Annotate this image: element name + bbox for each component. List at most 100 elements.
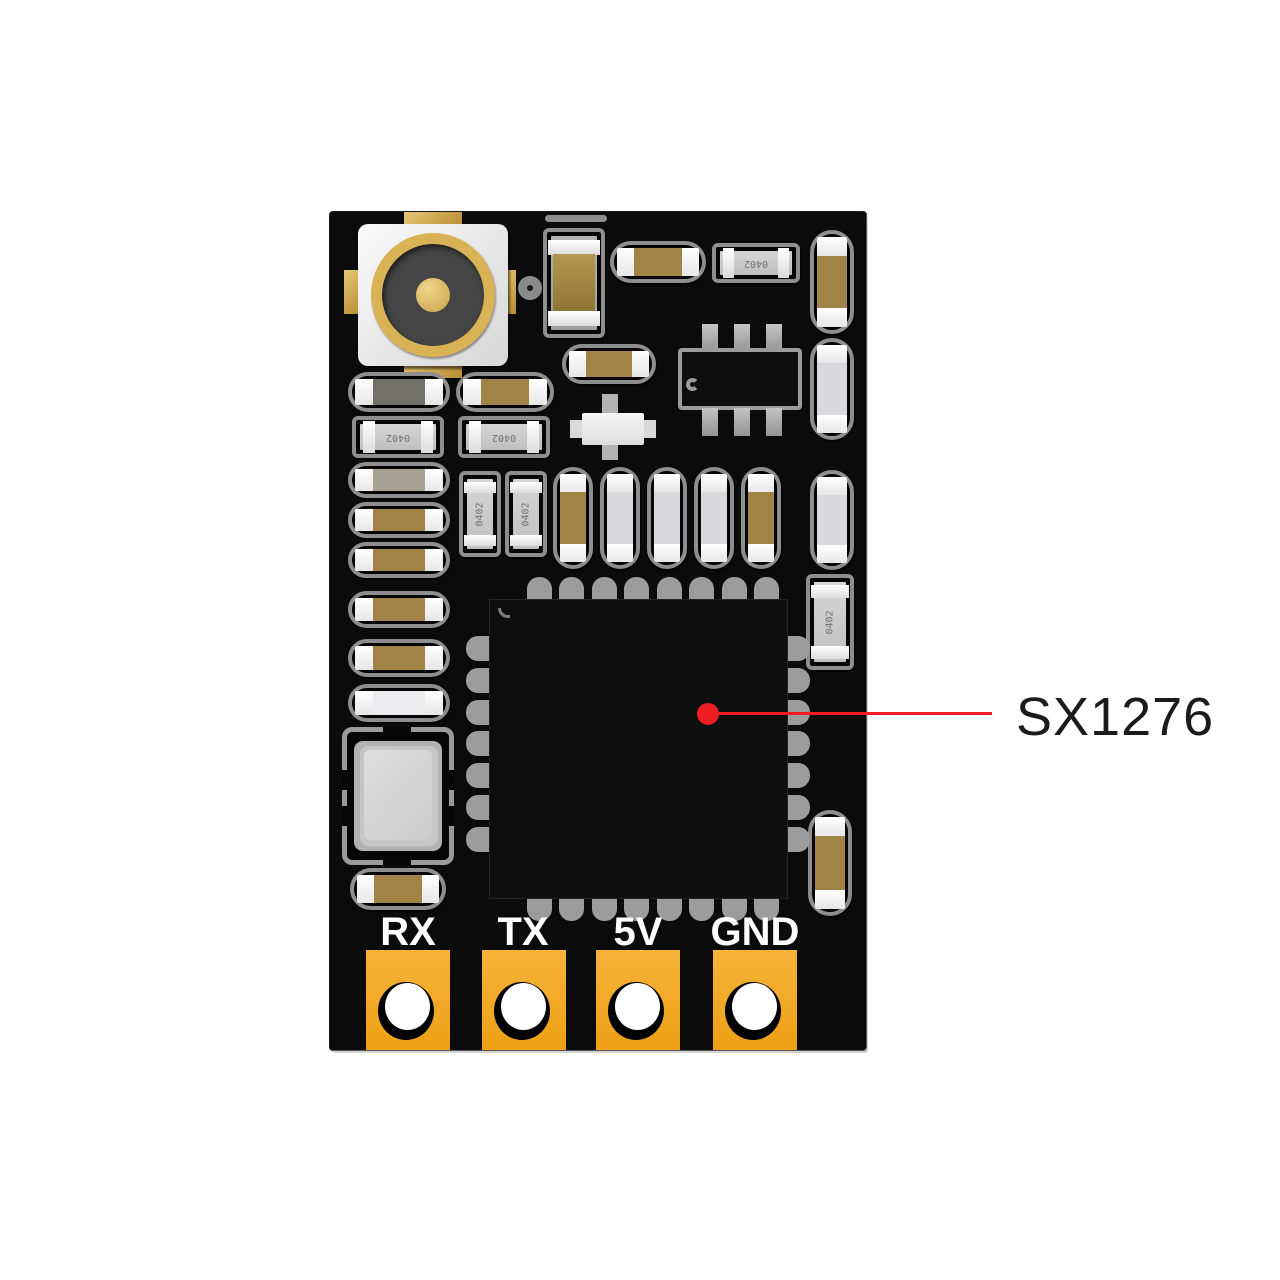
- pad-hole: [732, 983, 777, 1030]
- crystal-notch: [342, 806, 352, 826]
- chip-pad: [656, 577, 682, 601]
- sx1276-chip: [490, 600, 787, 898]
- crystal-notch: [342, 770, 352, 790]
- chip-pad: [786, 795, 810, 821]
- capacitor: [808, 810, 852, 916]
- chip-pad: [527, 897, 552, 921]
- chip-pad: [466, 667, 490, 693]
- capacitor: [600, 467, 640, 569]
- resistor-marking: 0402: [474, 501, 486, 527]
- solder-pad-gnd: [713, 950, 797, 1050]
- resistor-marking: 0402: [520, 501, 532, 527]
- resistor: 0402: [459, 471, 501, 557]
- capacitor: [348, 591, 450, 628]
- resistor-marking: 0402: [491, 431, 517, 443]
- chip-pad: [466, 795, 490, 821]
- chip-pad-col-left: [466, 636, 490, 852]
- chip-pad: [466, 636, 490, 661]
- chip-pad: [721, 897, 747, 921]
- capacitor: [348, 462, 450, 498]
- pad-hole: [615, 983, 660, 1030]
- ic-lead: [766, 408, 782, 436]
- chip-pad: [466, 763, 490, 789]
- chip-pad: [786, 667, 810, 693]
- capacitor: [456, 372, 554, 412]
- ufl-center-pin: [416, 278, 450, 312]
- ic-body: [678, 348, 802, 410]
- capacitor: [610, 241, 706, 283]
- chip-pad: [656, 897, 682, 921]
- capacitor: [647, 467, 687, 569]
- chip-pad: [624, 897, 650, 921]
- chip-pad: [786, 636, 810, 661]
- chip-pad-col-right: [786, 636, 810, 852]
- capacitor: [348, 502, 450, 538]
- ic-lead: [702, 324, 718, 352]
- chip-pad: [466, 826, 490, 852]
- capacitor: [694, 467, 734, 569]
- led: [348, 684, 450, 722]
- capacitor: [741, 467, 781, 569]
- chip-pad: [721, 577, 747, 601]
- pin-label-tx: TX: [497, 910, 549, 954]
- solder-pad-5v: [596, 950, 680, 1050]
- chip-pad: [624, 577, 650, 601]
- ic-lead: [734, 324, 750, 352]
- crystal-notch: [383, 727, 411, 739]
- resistor-marking: 0402: [385, 431, 411, 443]
- capacitor: [543, 228, 605, 338]
- component-side-tab: [642, 420, 656, 438]
- chip-pad: [591, 577, 617, 601]
- capacitor: [350, 868, 446, 910]
- chip-pad: [689, 577, 715, 601]
- chip-pad-row-top: [527, 577, 779, 601]
- chip-pad: [559, 897, 585, 921]
- chip-pad: [753, 577, 779, 601]
- solder-pad-rx: [366, 950, 450, 1050]
- annotation-label: SX1276: [1016, 687, 1215, 747]
- ic-pin1-mark: [686, 378, 699, 391]
- resistor: 0402: [458, 416, 550, 458]
- crystal-notch: [444, 770, 454, 790]
- crystal-notch: [383, 853, 411, 865]
- solder-pad-tx: [482, 950, 566, 1050]
- chip-pad: [689, 897, 715, 921]
- chip-pad: [753, 897, 779, 921]
- component-side-tab: [570, 420, 584, 438]
- pin-label-rx: RX: [380, 910, 436, 954]
- capacitor: [348, 639, 450, 677]
- annotation-line: [708, 712, 992, 715]
- pin-label-5v: 5V: [613, 910, 663, 954]
- resistor: 0402: [505, 471, 547, 557]
- resistor-marking: 0402: [824, 609, 836, 635]
- pad-hole: [385, 983, 430, 1030]
- resistor: 0402: [806, 574, 854, 670]
- ufl-connector-tab-left: [344, 270, 360, 314]
- chip-pad: [591, 897, 617, 921]
- via-dot-center: [527, 285, 533, 291]
- resistor-marking: 0402: [743, 257, 769, 269]
- ic-lead: [702, 408, 718, 436]
- chip-pad: [527, 577, 552, 601]
- ic-lead: [734, 408, 750, 436]
- resistor: 0402: [352, 416, 444, 458]
- chip-pad: [466, 699, 490, 725]
- capacitor: [810, 230, 854, 334]
- component-body: [582, 413, 644, 445]
- chip-pin1-mark: [498, 608, 510, 618]
- capacitor: [553, 467, 593, 569]
- pad-hole: [501, 983, 546, 1030]
- capacitor: [348, 372, 450, 412]
- chip-pad: [786, 763, 810, 789]
- crystal-notch: [444, 806, 454, 826]
- crystal-top-face: [364, 750, 432, 840]
- resistor: 0402: [712, 243, 800, 283]
- ic-lead: [766, 324, 782, 352]
- chip-pad: [786, 731, 810, 757]
- silkscreen-line: [545, 215, 607, 222]
- chip-pad: [786, 826, 810, 852]
- capacitor: [810, 338, 854, 440]
- pcb-board: 0402 0402: [330, 212, 866, 1050]
- pin-label-gnd: GND: [710, 910, 800, 954]
